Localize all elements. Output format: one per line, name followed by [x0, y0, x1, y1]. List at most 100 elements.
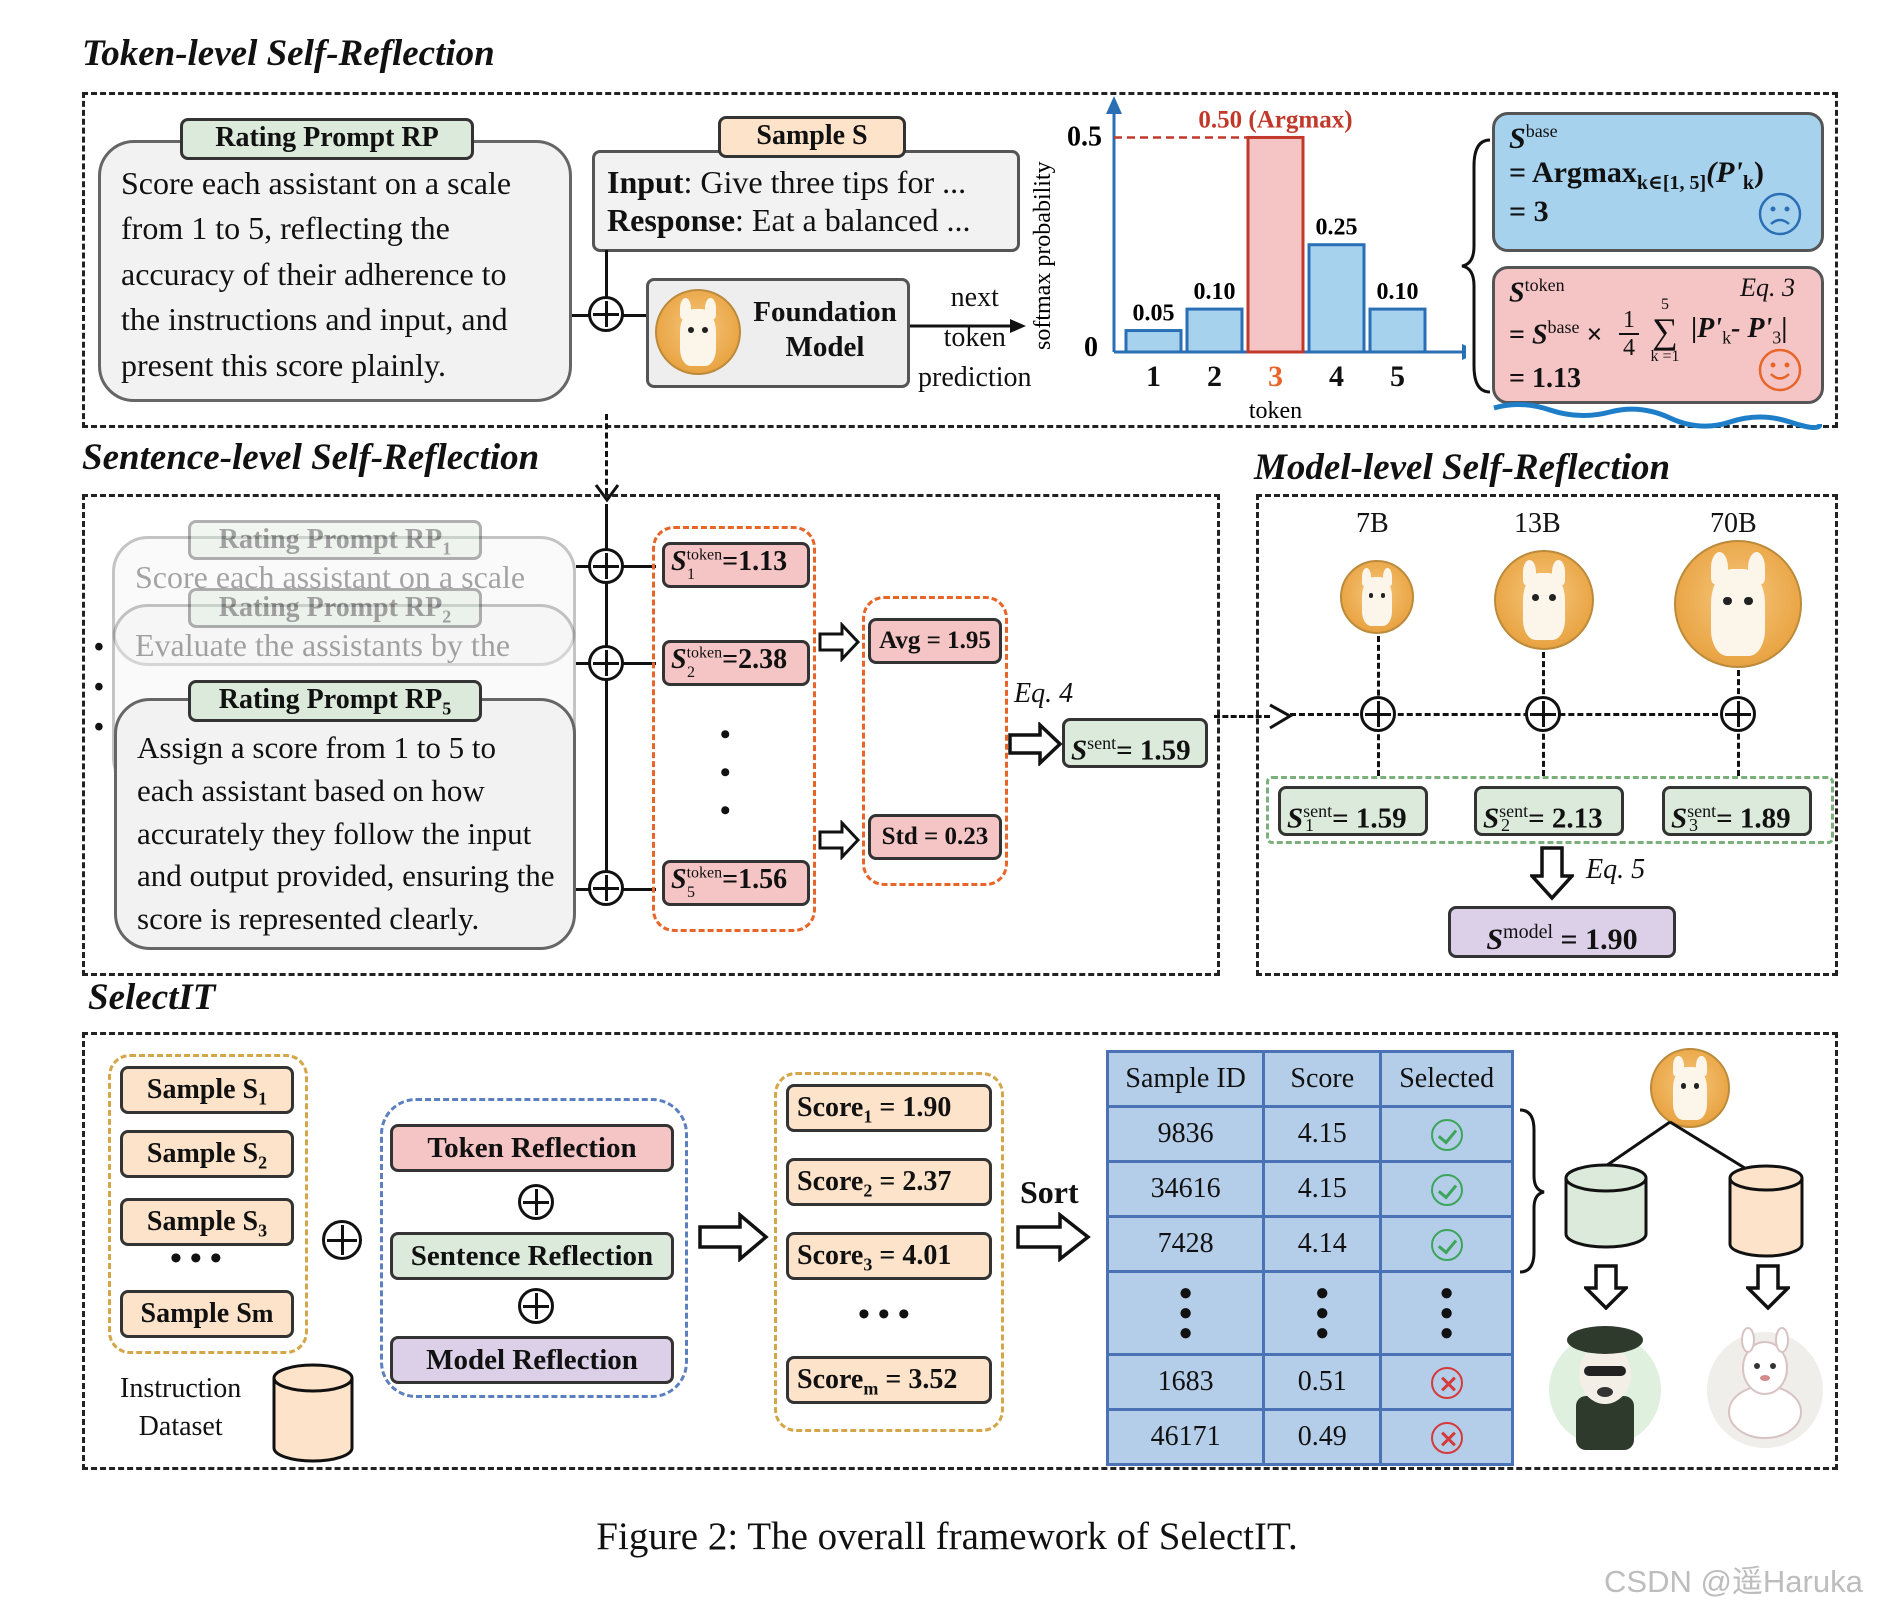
y-axis-label: softmax probability: [1030, 161, 1056, 350]
hollow-arrow-icon: [818, 820, 861, 860]
table-cell: [1379, 1105, 1514, 1163]
sample-s3-label: Sample S: [146, 1206, 259, 1237]
rating-prompt-5-text: Assign a score from 1 to 5 to each assis…: [137, 730, 555, 937]
scores-group: [774, 1072, 1004, 1432]
rating-prompt-box: Score each assistant on a scale from 1 t…: [98, 140, 572, 402]
s-token-box: Stoken Eq. 3 = Sbase × 1 4 5 ∑ k =1 |P'k…: [1492, 266, 1824, 404]
oplus-icon: [322, 1220, 362, 1260]
s-symbol: S: [1509, 122, 1526, 155]
sent-val: = 1.59: [1116, 734, 1191, 767]
dot-icon: •: [170, 1240, 190, 1277]
foundation-model-label: Foundation Model: [745, 295, 905, 365]
score-m-sub: m: [863, 1378, 879, 1399]
hollow-down-arrow-icon: [1746, 1264, 1790, 1310]
argmax-argsub: k: [1742, 172, 1754, 194]
frac-num: 1: [1623, 307, 1635, 333]
table-cell: [1379, 1408, 1514, 1466]
rating-prompt-label: Rating Prompt RP: [180, 118, 474, 160]
score-2-val: = 2.37: [879, 1166, 952, 1197]
rp2-sub: 2: [442, 606, 452, 627]
s-symbol: S: [1509, 277, 1525, 309]
table-cell: 4.15: [1262, 1105, 1383, 1163]
token-scores-group: [652, 526, 816, 932]
table-brace-icon: [1519, 1108, 1545, 1274]
oplus-icon: [588, 645, 624, 681]
model-label-2: Model: [785, 330, 865, 363]
s-sent-sup: sent: [1687, 801, 1717, 821]
table-cell: ●●●: [1379, 1270, 1514, 1356]
hollow-down-arrow-icon: [1530, 846, 1574, 901]
s2-sent-sub: 2: [1501, 815, 1510, 835]
sample-label-text: Sample S: [756, 120, 868, 151]
selectit-title: SelectIT: [88, 977, 216, 1018]
eq5-label: Eq. 5: [1586, 854, 1646, 885]
sample-input-key: Input: [607, 164, 684, 200]
size-7b: 7B: [1356, 508, 1389, 539]
foundation-model-box: Foundation Model: [646, 278, 910, 388]
model-level-frame: [1256, 494, 1838, 976]
right-arrow-head: [1269, 703, 1294, 730]
score-1-sub: 1: [863, 1106, 873, 1127]
bar: [1368, 307, 1427, 354]
fluffy-llama-icon: [1707, 1327, 1823, 1448]
x-tick-label: 5: [1390, 360, 1405, 393]
times-symbol: ×: [1586, 319, 1603, 351]
avg-box: Avg = 1.95: [868, 618, 1002, 664]
score-2: Score2 = 2.37: [786, 1158, 992, 1206]
argmax-text: = Argmax: [1509, 156, 1637, 189]
sentence-to-model-connector: [1214, 715, 1270, 718]
oplus-icon: [588, 548, 624, 584]
table-cell: 46171: [1105, 1408, 1266, 1466]
s-token-sup: token: [686, 546, 723, 564]
sentence-reflection-box: Sentence Reflection: [390, 1232, 674, 1280]
sum-bottom: k =1: [1650, 348, 1680, 365]
s1-sent-val: = 1.59: [1332, 802, 1407, 835]
table-cell: 0.51: [1262, 1353, 1383, 1411]
sample-sm-sub: m: [251, 1299, 274, 1328]
oplus-icon: [588, 296, 624, 332]
minus-p-prime: - P': [1731, 313, 1773, 344]
happy-face-icon: [1758, 348, 1802, 392]
s-symbol: S: [671, 546, 687, 577]
hollow-arrow-icon: [698, 1212, 769, 1262]
rating-prompt-5-box: Assign a score from 1 to 5 to each assis…: [114, 698, 576, 950]
s-symbol: S: [1483, 802, 1500, 835]
selectit-frame: [82, 1032, 1838, 1470]
p-prime: P': [1697, 313, 1723, 344]
score-3-label: Score: [797, 1240, 864, 1271]
table-cell: 4.14: [1262, 1215, 1383, 1273]
argmax-close: ): [1753, 156, 1764, 189]
table-cell: [1379, 1353, 1514, 1411]
rp1-sub: 1: [442, 538, 452, 559]
score-1: Score1 = 1.90: [786, 1084, 992, 1132]
token-to-sentence-connector: [605, 414, 608, 494]
dot-icon: •: [94, 632, 104, 663]
brace-icon: [1461, 138, 1491, 394]
rp5-label-text: Rating Prompt RP: [218, 684, 443, 715]
dot-icon: •: [209, 1240, 230, 1277]
s-model-sup: model: [1503, 921, 1554, 943]
llama-7b-icon: [1340, 560, 1414, 634]
sample-response-key: Response: [607, 202, 736, 239]
x-axis-arrow: [1462, 344, 1466, 360]
oplus-icon: [518, 1184, 554, 1220]
s-symbol: S: [1287, 802, 1304, 835]
hollow-arrow-icon: [818, 622, 861, 662]
sample-s2-sub: 2: [258, 1152, 268, 1173]
scribble-underline: [1493, 402, 1822, 430]
hollow-down-arrow-icon: [1584, 1264, 1628, 1310]
sentence-level-frame: [82, 494, 1220, 976]
bar-value-label: 0.25: [1316, 215, 1358, 241]
selected-database-icon: [1564, 1163, 1648, 1249]
dot-icon: •: [720, 718, 731, 751]
sample-s2: Sample S2: [120, 1130, 294, 1178]
std-box: Std = 0.23: [868, 814, 1002, 860]
y-tick-label: 0: [1084, 332, 1098, 363]
cross-icon: [1430, 1366, 1463, 1399]
next-token-3: prediction: [918, 362, 1032, 393]
s-symbol: S: [1671, 802, 1688, 835]
